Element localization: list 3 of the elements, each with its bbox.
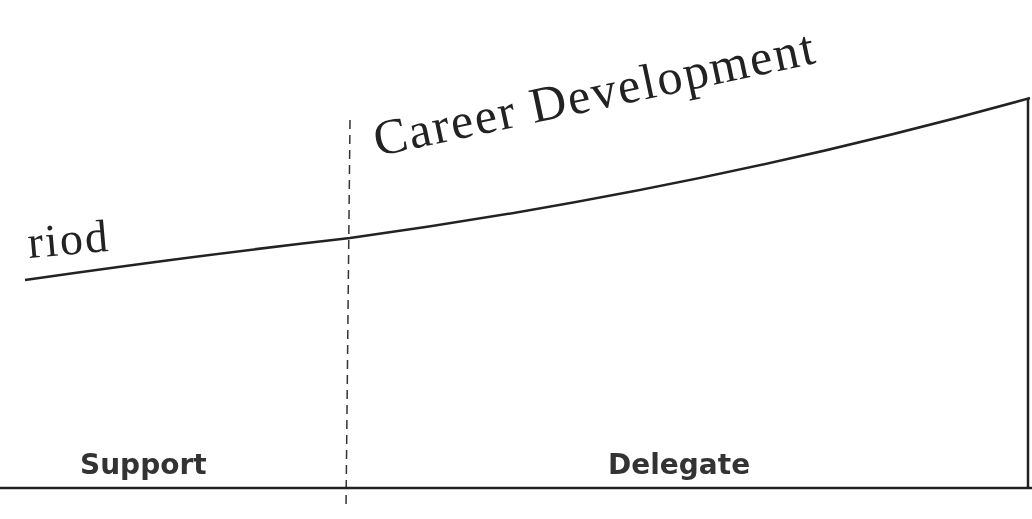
phase-label: riod	[25, 209, 112, 269]
stage-label: Delegate	[608, 448, 751, 481]
stage-label: Support	[80, 448, 207, 481]
